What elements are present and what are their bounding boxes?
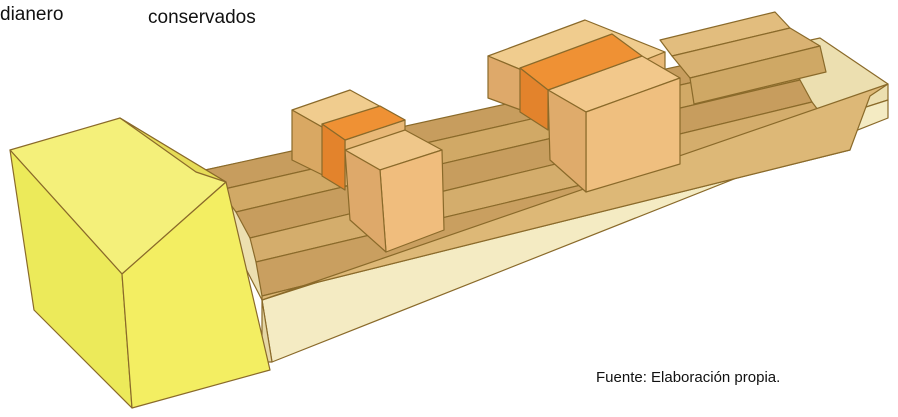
- label-dianero: dianero: [0, 4, 64, 25]
- right-ridge: [659, 11, 827, 105]
- yellow-block: [9, 117, 271, 409]
- raised-volume-right: [487, 19, 681, 193]
- raised-volume-left: [291, 89, 445, 253]
- label-conservados: conservados: [148, 7, 256, 28]
- source-caption: Fuente: Elaboración propia.: [596, 369, 781, 386]
